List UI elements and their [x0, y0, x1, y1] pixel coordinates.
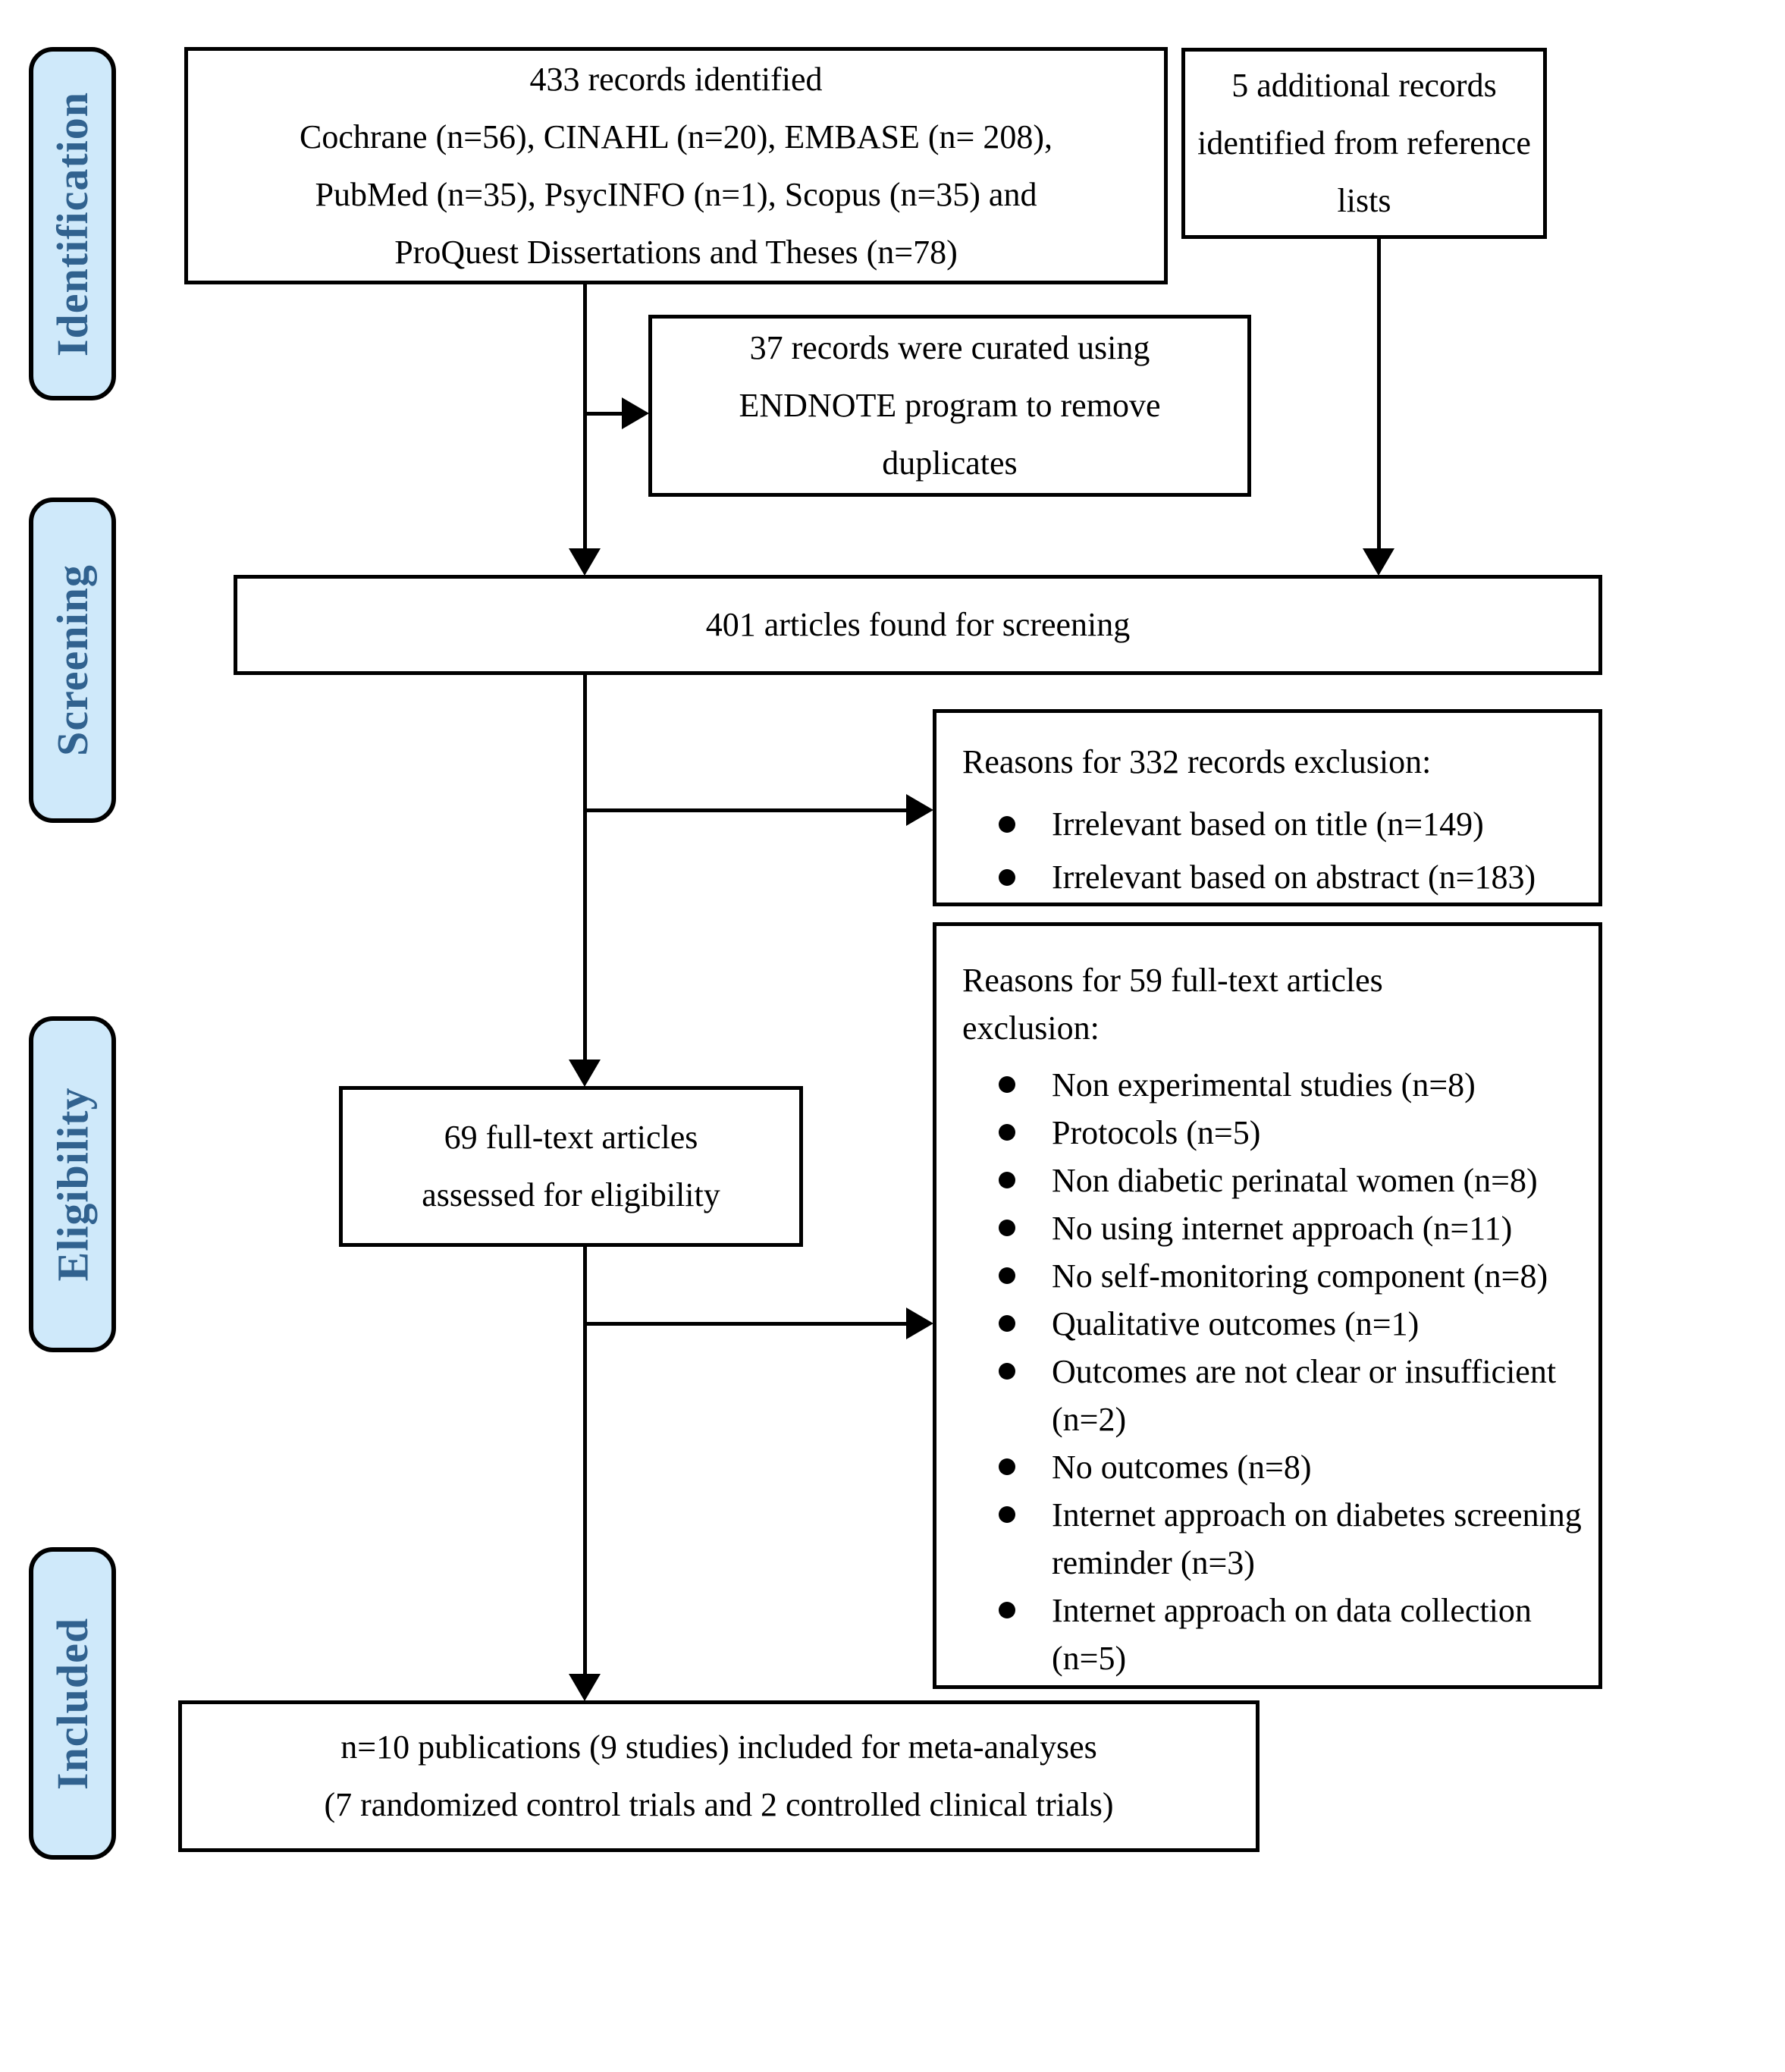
fulltext-assessed-line: assessed for eligibility [422, 1176, 720, 1213]
box-records-identified: 433 records identified Cochrane (n=56), … [184, 47, 1168, 284]
line-fulltext-to-included [583, 1247, 587, 1675]
exclusion-records-item: Irrelevant based on abstract (n=183) [962, 851, 1585, 904]
line-screening-to-fulltext [583, 675, 587, 1062]
stage-eligibility-label: Eligibility [48, 1087, 98, 1282]
screening-count-text: 401 articles found for screening [705, 606, 1131, 643]
arrowhead-identified-to-screening [569, 548, 601, 576]
stage-included-label: Included [48, 1617, 98, 1790]
arrowhead-screening-to-fulltext [569, 1060, 601, 1087]
fulltext-assessed-line: 69 full-text articles [444, 1119, 698, 1156]
box-exclusion-fulltext: Reasons for 59 full-text articles exclus… [933, 922, 1602, 1689]
stage-identification-label: Identification [48, 91, 97, 356]
stage-identification: Identification [29, 47, 116, 400]
included-final-line: n=10 publications (9 studies) included f… [340, 1728, 1097, 1766]
exclusion-fulltext-item: Qualitative outcomes (n=1) [962, 1300, 1585, 1348]
stage-screening-label: Screening [48, 564, 97, 756]
records-identified-line: Cochrane (n=56), CINAHL (n=20), EMBASE (… [300, 118, 1052, 155]
arrowhead-additional-to-screening [1363, 548, 1394, 576]
exclusion-fulltext-item: Internet approach on diabetes screening … [962, 1491, 1585, 1587]
records-identified-line: 433 records identified [529, 60, 823, 98]
line-identified-to-screening [583, 284, 587, 551]
arrowhead-branch-to-records-exclusion [906, 794, 933, 826]
exclusion-records-title: Reasons for 332 records exclusion: [962, 743, 1432, 780]
records-identified-line: PubMed (n=35), PsycINFO (n=1), Scopus (n… [315, 175, 1037, 213]
box-fulltext-assessed: 69 full-text articles assessed for eligi… [339, 1086, 803, 1247]
exclusion-fulltext-item: Outcomes are not clear or insufficient (… [962, 1348, 1585, 1443]
additional-records-line: 5 additional records [1231, 67, 1497, 104]
arrowhead-fulltext-to-included [569, 1674, 601, 1701]
additional-records-line: lists [1337, 182, 1391, 219]
additional-records-line: identified from reference [1197, 124, 1531, 162]
box-included-final: n=10 publications (9 studies) included f… [178, 1700, 1260, 1852]
exclusion-records-list: Irrelevant based on title (n=149) Irrele… [962, 798, 1585, 904]
stage-eligibility: Eligibility [29, 1016, 116, 1352]
exclusion-fulltext-title: Reasons for 59 full-text articles exclus… [962, 962, 1383, 1047]
exclusion-fulltext-item: No using internet approach (n=11) [962, 1204, 1585, 1252]
exclusion-fulltext-item: Protocols (n=5) [962, 1109, 1585, 1157]
endnote-dedup-line: 37 records were curated using [749, 329, 1150, 366]
stage-included: Included [29, 1547, 116, 1860]
line-branch-to-endnote [583, 412, 624, 416]
exclusion-fulltext-item: No outcomes (n=8) [962, 1443, 1585, 1491]
exclusion-records-item: Irrelevant based on title (n=149) [962, 798, 1585, 851]
arrowhead-branch-to-endnote [622, 397, 649, 429]
line-branch-to-fulltext-exclusion [583, 1322, 908, 1326]
arrowhead-branch-to-fulltext-exclusion [906, 1308, 933, 1339]
exclusion-fulltext-list: Non experimental studies (n=8) Protocols… [962, 1061, 1585, 1682]
exclusion-fulltext-item: Internet approach on data collection (n=… [962, 1587, 1585, 1682]
box-exclusion-records: Reasons for 332 records exclusion: Irrel… [933, 709, 1602, 906]
exclusion-fulltext-item: Non experimental studies (n=8) [962, 1061, 1585, 1109]
box-endnote-dedup: 37 records were curated using ENDNOTE pr… [648, 315, 1251, 497]
exclusion-fulltext-item: Non diabetic perinatal women (n=8) [962, 1157, 1585, 1204]
box-screening-count: 401 articles found for screening [234, 575, 1602, 675]
line-branch-to-records-exclusion [583, 808, 908, 812]
endnote-dedup-line: duplicates [882, 444, 1018, 482]
line-additional-to-screening [1377, 239, 1381, 551]
endnote-dedup-line: ENDNOTE program to remove [739, 387, 1161, 424]
stage-screening: Screening [29, 498, 116, 823]
box-additional-records: 5 additional records identified from ref… [1181, 48, 1547, 239]
records-identified-line: ProQuest Dissertations and Theses (n=78) [394, 233, 958, 271]
exclusion-fulltext-item: No self-monitoring component (n=8) [962, 1252, 1585, 1300]
included-final-line: (7 randomized control trials and 2 contr… [324, 1786, 1114, 1823]
